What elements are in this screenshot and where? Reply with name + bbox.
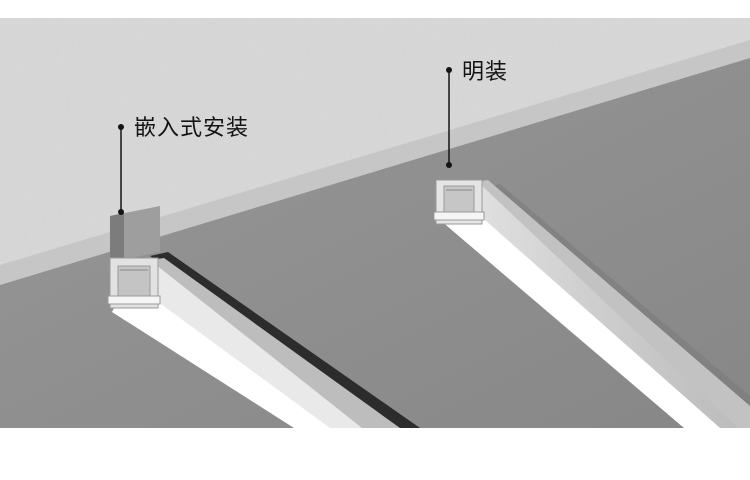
- recessed-install-label: 嵌入式安装: [134, 116, 250, 141]
- recessed-diffuser: [112, 296, 330, 428]
- bottom-margin: [0, 428, 750, 480]
- ceiling-board-edge: [0, 40, 750, 285]
- recessed-profile: [107, 206, 420, 428]
- recessed-pointer: [118, 124, 124, 215]
- surface-profile: [433, 179, 750, 428]
- groove-shadow: [150, 252, 420, 428]
- recessed-end-cap: [107, 257, 161, 309]
- surface-end-cap: [433, 179, 485, 225]
- surface-pointer: [446, 67, 452, 168]
- surface-diffuser: [440, 212, 720, 428]
- surface-install-label: 明装: [462, 60, 509, 85]
